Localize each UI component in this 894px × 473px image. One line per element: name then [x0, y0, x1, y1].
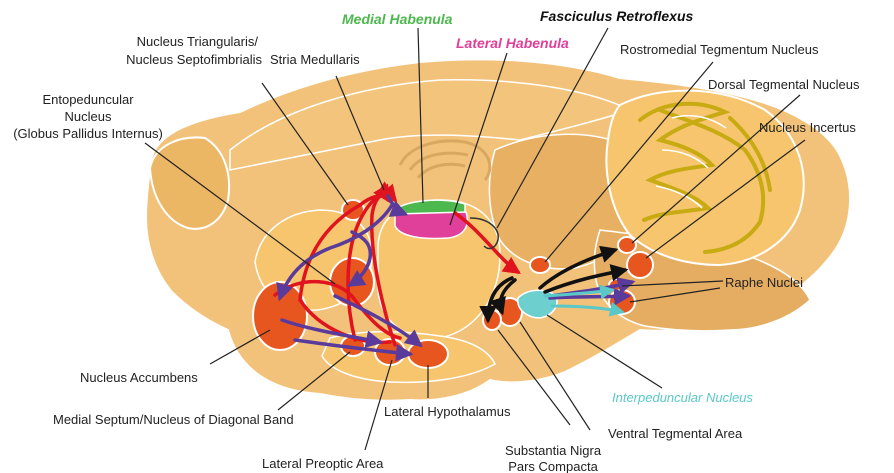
dorsal-tegmental-shape: [618, 237, 636, 253]
substantia-nigra-shape: [483, 310, 501, 330]
label-dorsal-tegmental: Dorsal Tegmental Nucleus: [708, 77, 860, 92]
label-nucleus-triangularis-2: Nucleus Septofimbrialis: [126, 52, 262, 67]
lateral-hypothalamus-shape: [408, 340, 448, 368]
label-entopeduncular-1: Entopeduncular: [42, 92, 134, 107]
label-raphe-nuclei: Raphe Nuclei: [725, 275, 803, 290]
label-interpeduncular: Interpeduncular Nucleus: [612, 390, 753, 405]
label-lateral-hypothalamus: Lateral Hypothalamus: [384, 404, 511, 419]
label-nucleus-triangularis-1: Nucleus Triangularis/: [137, 34, 259, 49]
label-lateral-preoptic: Lateral Preoptic Area: [262, 456, 384, 471]
label-substantia-nigra-1: Substantia Nigra: [505, 443, 602, 458]
label-medial-septum: Medial Septum/Nucleus of Diagonal Band: [53, 412, 294, 427]
label-substantia-nigra-2: Pars Compacta: [508, 459, 598, 473]
label-nucleus-accumbens: Nucleus Accumbens: [80, 370, 198, 385]
label-stria-medullaris: Stria Medullaris: [270, 52, 360, 67]
label-nucleus-incertus: Nucleus Incertus: [759, 120, 856, 135]
label-medial-habenula: Medial Habenula: [342, 11, 453, 27]
label-ventral-tegmental: Ventral Tegmental Area: [608, 426, 743, 441]
label-lateral-habenula: Lateral Habenula: [456, 35, 569, 51]
label-rostromedial-tegmentum: Rostromedial Tegmentum Nucleus: [620, 42, 819, 57]
label-entopeduncular-2: Nucleus: [65, 109, 112, 124]
label-fasciculus-retroflexus: Fasciculus Retroflexus: [540, 8, 693, 24]
label-entopeduncular-3: (Globus Pallidus Internus): [13, 126, 163, 141]
